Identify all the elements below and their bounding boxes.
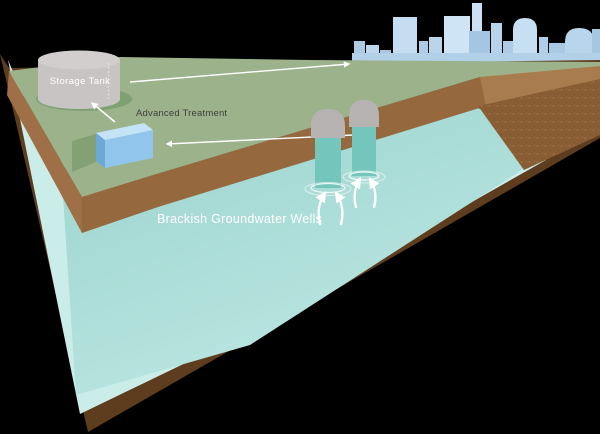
soil-right-face (478, 79, 600, 170)
groundwater-flow-arrows-icon (315, 177, 380, 226)
storage-tank (38, 50, 120, 109)
well-shaft (315, 135, 341, 188)
wells-label: Brackish Groundwater Wells (157, 212, 323, 226)
land-surface (9, 57, 600, 197)
soil-right-bevel (480, 64, 600, 106)
aquifer-surface (60, 107, 528, 395)
treatment-to-storage-arrow-icon (90, 102, 116, 123)
well-cap (349, 100, 379, 127)
advanced-treatment-label: Advanced Treatment (136, 108, 228, 119)
soil-left-face (7, 71, 82, 233)
treatment-shadow (72, 134, 96, 172)
city-skyline-icon (352, 3, 600, 65)
well-shaft (352, 126, 376, 176)
storage-tank-label: Storage Tank (49, 76, 111, 87)
brackish-wells (304, 100, 386, 196)
storage-to-city-arrow-icon (129, 61, 351, 83)
advanced-treatment-plant (96, 123, 153, 168)
well-cap (311, 109, 345, 138)
